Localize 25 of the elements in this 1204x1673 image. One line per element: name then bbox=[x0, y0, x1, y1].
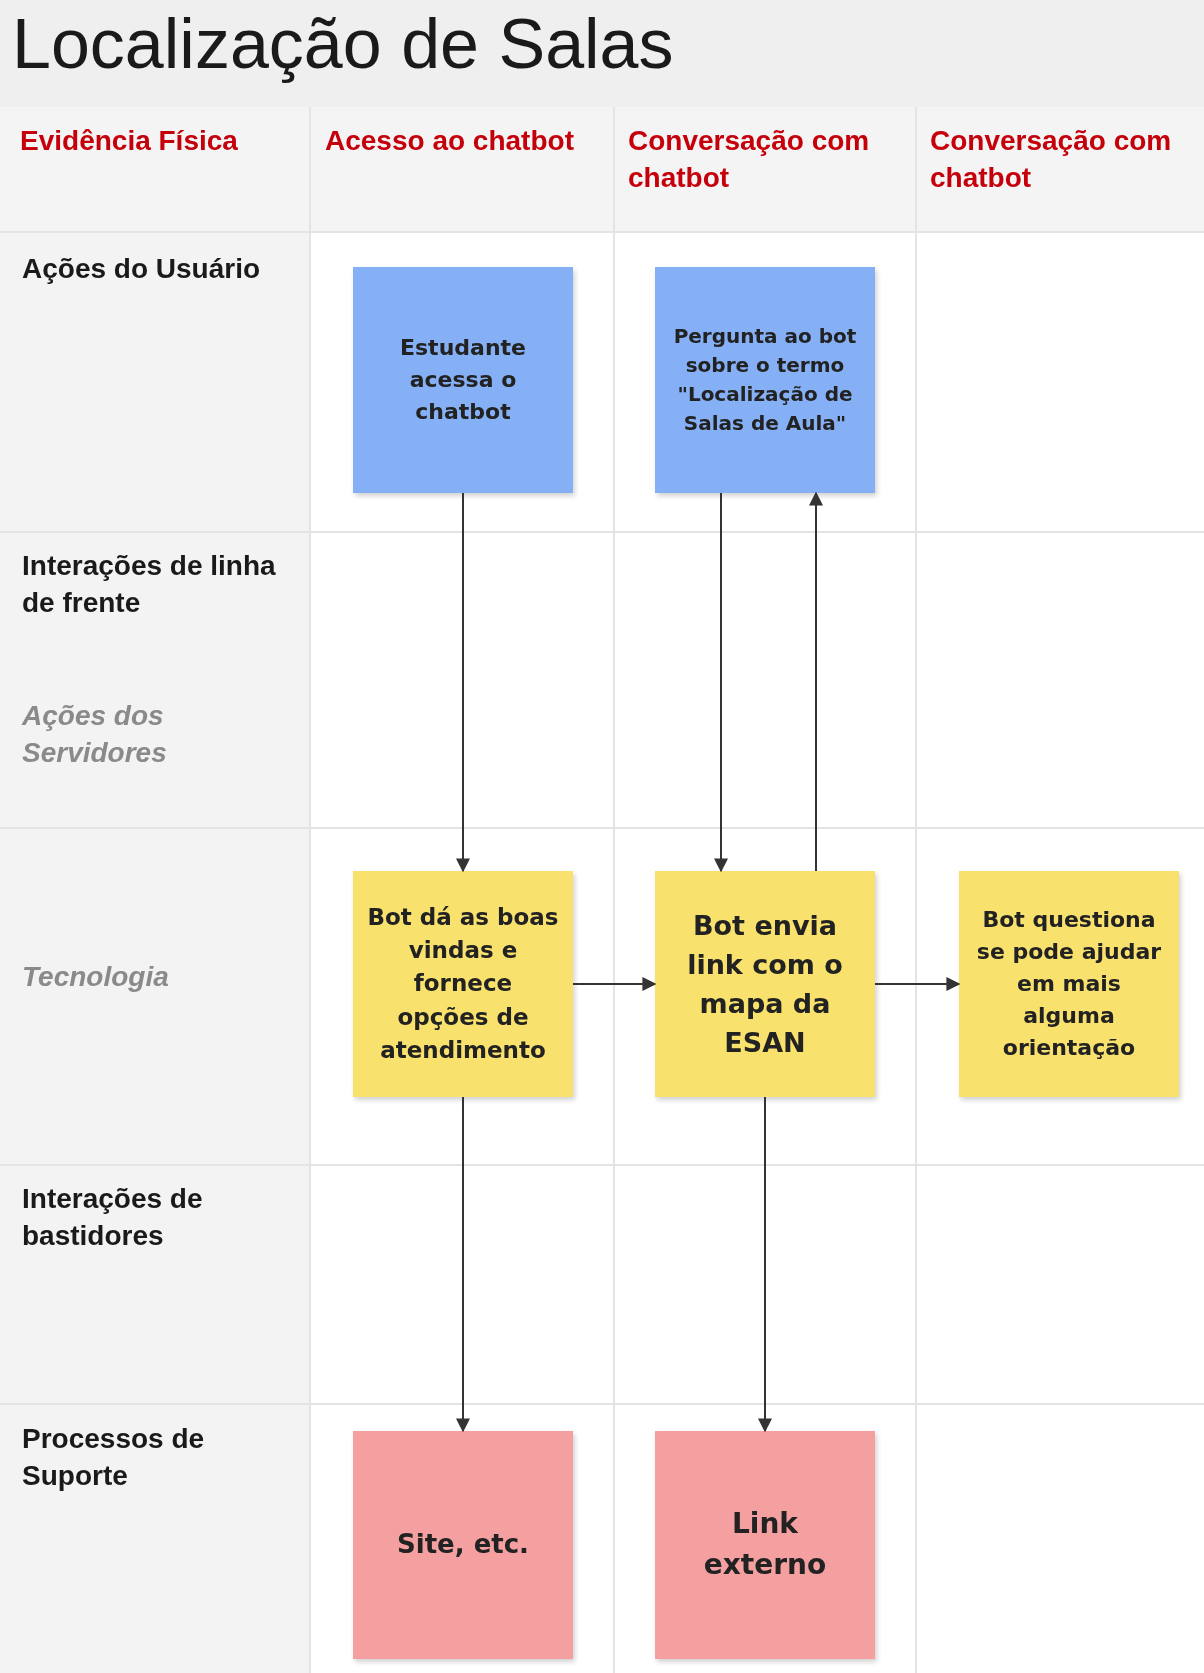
arrow bbox=[456, 1096, 470, 1433]
arrow bbox=[714, 492, 728, 873]
row-header: Tecnologia bbox=[22, 960, 170, 994]
arrow bbox=[456, 492, 470, 873]
row-header: Ações dos Servidores bbox=[22, 699, 168, 770]
title: Localização de Salas bbox=[12, 4, 674, 84]
sticky-note: Link externo bbox=[655, 1431, 875, 1659]
arrow bbox=[809, 491, 823, 872]
column-header: Conversação com chatbot bbox=[930, 124, 1173, 195]
sticky-note: Bot questiona se pode ajudar em mais alguma orientação bbox=[959, 871, 1179, 1097]
arrow bbox=[572, 977, 657, 991]
arrow bbox=[758, 1096, 772, 1433]
column-header: Evidência Física bbox=[20, 124, 239, 158]
row-header: Processos de Suporte bbox=[22, 1422, 206, 1493]
row-header: Interações de linha de frente bbox=[22, 549, 277, 620]
column-header: Acesso ao chatbot bbox=[325, 124, 575, 158]
sticky-note: Bot envia link com o mapa da ESAN bbox=[655, 871, 875, 1097]
arrow bbox=[874, 977, 961, 991]
column-header: Conversação com chatbot bbox=[628, 124, 871, 195]
sticky-note: Estudante acessa o chatbot bbox=[353, 267, 573, 493]
sticky-note: Bot dá as boas vindas e fornece opções de atendimento bbox=[353, 871, 573, 1097]
row-header: Interações de bastidores bbox=[22, 1182, 204, 1253]
sticky-note: Site, etc. bbox=[353, 1431, 573, 1659]
sticky-note: Pergunta ao bot sobre o termo "Localização de Salas de Aula" bbox=[655, 267, 875, 493]
row-header: Ações do Usuário bbox=[22, 252, 262, 286]
